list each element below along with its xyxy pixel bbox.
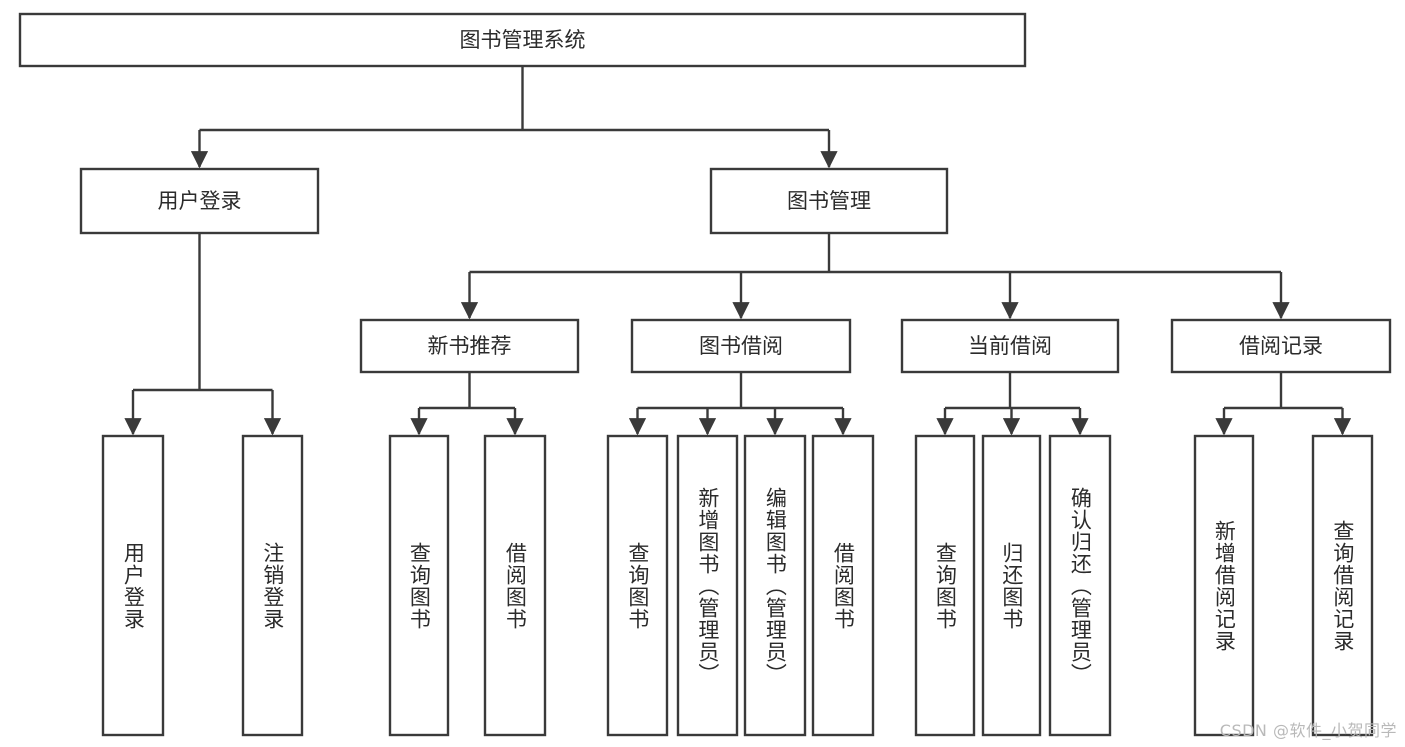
- leaf-node-3[interactable]: [483, 434, 547, 737]
- leaf-node-4[interactable]: [606, 434, 669, 737]
- level3-node-0-label: 新书推荐: [428, 334, 512, 358]
- level3-node-2[interactable]: [900, 318, 1120, 374]
- leaf-node-9[interactable]: [981, 434, 1042, 737]
- level2-node-0-label: 用户登录: [158, 189, 242, 213]
- level3-node-3[interactable]: [1170, 318, 1392, 374]
- leaf-node-8[interactable]: [914, 434, 976, 737]
- root-node-label: 图书管理系统: [460, 28, 586, 52]
- leaf-node-7[interactable]: [811, 434, 875, 737]
- leaf-node-5[interactable]: [676, 434, 739, 737]
- level3-node-1-label: 图书借阅: [699, 334, 783, 358]
- level3-node-3-label: 借阅记录: [1239, 334, 1323, 358]
- node-boxes: [18, 12, 1392, 737]
- level3-node-0[interactable]: [359, 318, 580, 374]
- level3-node-1[interactable]: [630, 318, 852, 374]
- level2-node-1[interactable]: [709, 167, 949, 235]
- level3-node-2-label: 当前借阅: [968, 334, 1052, 358]
- leaf-node-6[interactable]: [743, 434, 807, 737]
- leaf-node-1[interactable]: [241, 434, 304, 737]
- leaf-node-2[interactable]: [388, 434, 450, 737]
- connector-lines: [124, 66, 1352, 436]
- root-node-图书管理系统[interactable]: [18, 12, 1027, 68]
- level2-node-1-label: 图书管理: [787, 189, 871, 213]
- leaf-node-0[interactable]: [101, 434, 165, 737]
- leaf-node-12[interactable]: [1311, 434, 1374, 737]
- leaf-node-10[interactable]: [1048, 434, 1112, 737]
- level2-node-0[interactable]: [79, 167, 320, 235]
- leaf-node-11[interactable]: [1193, 434, 1255, 737]
